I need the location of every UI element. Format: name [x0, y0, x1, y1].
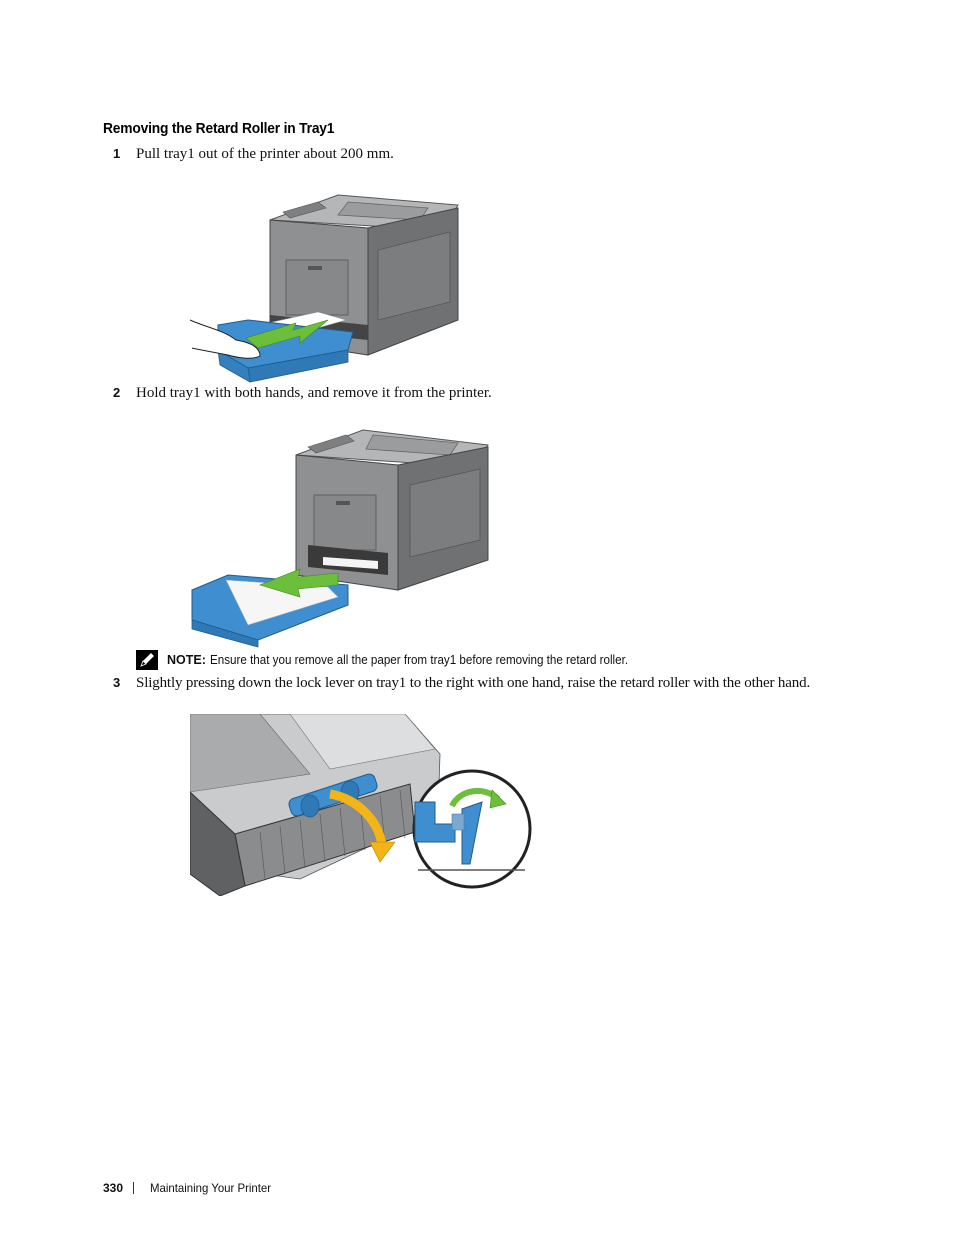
- step-number: 3: [113, 675, 121, 690]
- step-2: 2 Hold tray1 with both hands, and remove …: [113, 385, 492, 402]
- printer-illustration-tray-pulled: [189, 194, 459, 383]
- step-text: Pull tray1 out of the printer about 200 …: [136, 146, 394, 162]
- printer-illustration-tray-removed: [191, 429, 489, 648]
- step-number: 1: [113, 146, 121, 161]
- footer-section-title: Maintaining Your Printer: [150, 1181, 272, 1195]
- step-number: 2: [113, 385, 121, 400]
- section-heading: Removing the Retard Roller in Tray1: [103, 120, 335, 137]
- tray-roller-illustration: [190, 714, 532, 896]
- step-text: Slightly pressing down the lock lever on…: [136, 675, 811, 691]
- page-number: 330: [103, 1181, 124, 1195]
- note: NOTE: Ensure that you remove all the pap…: [136, 650, 659, 670]
- note-text: Ensure that you remove all the paper fro…: [209, 653, 628, 667]
- step-3: 3 Slightly pressing down the lock lever o…: [113, 675, 810, 692]
- step-text: Hold tray1 with both hands, and remove i…: [136, 385, 492, 401]
- page-footer: 330 Maintaining Your Printer: [103, 1181, 277, 1195]
- note-label: NOTE:: [167, 653, 206, 667]
- step-1: 1 Pull tray1 out of the printer about 200…: [113, 146, 394, 163]
- pencil-icon: [136, 650, 158, 670]
- footer-divider: [133, 1182, 135, 1194]
